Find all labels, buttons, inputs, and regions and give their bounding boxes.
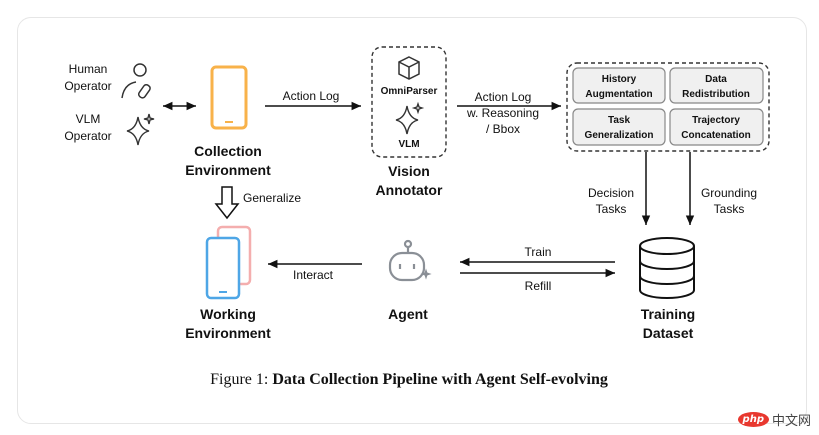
vlm-sparkle-icon <box>395 101 425 135</box>
refill-label: Refill <box>525 279 552 293</box>
database-icon <box>639 237 695 299</box>
figure-caption: Figure 1: Data Collection Pipeline with … <box>210 371 608 388</box>
trajectory-concatenation-box <box>669 108 764 146</box>
trajectory-concatenation-line-1: Trajectory <box>692 115 740 126</box>
watermark: php 中文网 <box>737 410 811 429</box>
omniparser-label: OmniParser <box>381 86 438 97</box>
training-dataset-label-2: Dataset <box>643 325 694 341</box>
agent-robot-icon <box>388 239 432 282</box>
interact-label: Interact <box>293 268 334 282</box>
processing-box <box>566 62 770 152</box>
action-log-label-1: Action Log <box>283 89 340 103</box>
trajectory-concatenation-line-2: Concatenation <box>681 130 750 141</box>
action-log-2-line-2: w. Reasoning <box>466 106 539 120</box>
grounding-tasks-line-1: Grounding <box>701 186 757 200</box>
action-log-2-line-1: Action Log <box>475 90 532 104</box>
train-label: Train <box>525 245 552 259</box>
working-env-label-1: Working <box>200 306 256 322</box>
annotator-box <box>371 46 447 158</box>
vlm-operator-sparkle-icon <box>126 113 155 146</box>
decision-tasks-line-1: Decision <box>588 186 634 200</box>
vlm-operator-label-1: VLM <box>76 112 101 126</box>
collection-env-label-1: Collection <box>194 143 262 159</box>
history-augmentation-line-2: Augmentation <box>585 89 652 100</box>
vlm-operator-label-2: Operator <box>64 129 111 143</box>
watermark-logo: php <box>737 412 769 427</box>
caption-prefix: Figure 1: <box>210 371 272 388</box>
grounding-tasks-line-2: Tasks <box>714 202 745 216</box>
vlm-label: VLM <box>398 139 419 150</box>
generalize-arrow <box>214 186 240 220</box>
omniparser-icon <box>398 56 420 80</box>
data-redistribution-box <box>669 67 764 104</box>
task-generalization-box <box>572 108 666 146</box>
action-log-2-line-3: / Bbox <box>486 122 520 136</box>
working-env-phone-icon <box>205 225 252 300</box>
human-operator-label-1: Human <box>69 62 108 76</box>
agent-label: Agent <box>388 306 428 322</box>
task-generalization-line-1: Task <box>608 115 630 126</box>
caption-title: Data Collection Pipeline with Agent Self… <box>272 371 608 388</box>
generalize-label: Generalize <box>243 191 301 205</box>
training-dataset-label-1: Training <box>641 306 695 322</box>
watermark-text: 中文网 <box>771 414 811 429</box>
working-env-label-2: Environment <box>185 325 271 341</box>
history-augmentation-line-1: History <box>602 74 637 85</box>
data-redistribution-line-1: Data <box>705 74 727 85</box>
history-augmentation-box <box>572 67 666 104</box>
annotator-label-2: Annotator <box>376 182 443 198</box>
data-redistribution-line-2: Redistribution <box>682 89 750 100</box>
human-operator-label-2: Operator <box>64 79 111 93</box>
task-generalization-line-2: Generalization <box>585 130 654 141</box>
annotator-label-1: Vision <box>388 163 430 179</box>
human-operator-icon <box>121 63 151 99</box>
collection-env-label-2: Environment <box>185 162 271 178</box>
collection-phone-icon <box>210 65 248 130</box>
decision-tasks-line-2: Tasks <box>596 202 627 216</box>
